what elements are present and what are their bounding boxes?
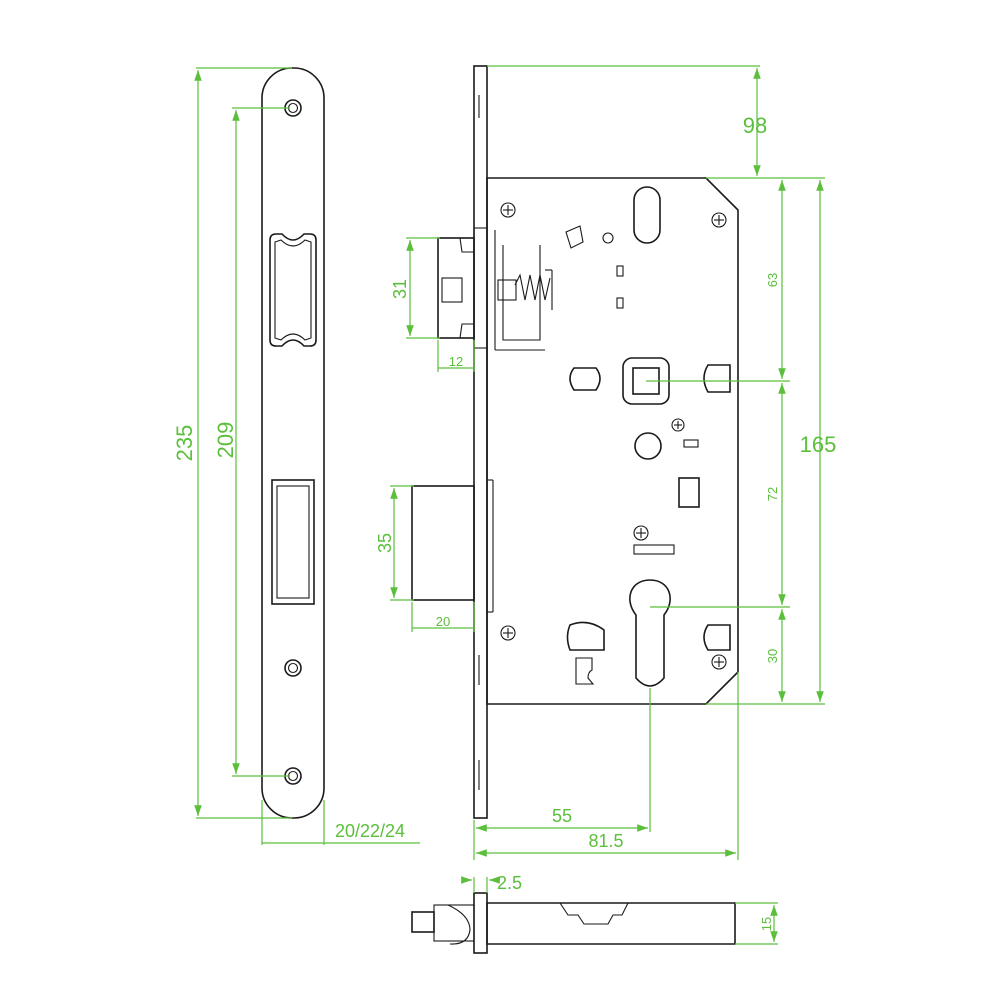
dim-deadbolt-height: 35 — [375, 485, 414, 601]
dim-label-235: 235 — [172, 425, 197, 462]
strike-latch-opening — [269, 233, 317, 347]
screw-top-right-icon — [711, 212, 727, 228]
lock-case — [486, 177, 739, 705]
screw-mid-icon — [671, 418, 685, 432]
small-pin — [602, 232, 614, 244]
dim-follower-to-cylinder: 72 — [650, 383, 790, 608]
strike-mid-screw-hole — [284, 659, 302, 677]
dim-label-81-5: 81.5 — [588, 831, 623, 851]
dim-latch-height: 31 — [390, 237, 440, 339]
dim-label-72: 72 — [765, 487, 780, 501]
strike-plate — [261, 67, 325, 819]
dim-top-98: 98 — [487, 65, 767, 176]
dim-label-55: 55 — [552, 806, 572, 826]
dim-body-thickness: 15 — [735, 902, 778, 945]
dim-label-165: 165 — [800, 432, 837, 457]
dim-top-to-follower: 63 — [646, 177, 825, 382]
euro-cylinder-hole — [629, 579, 671, 687]
dim-faceplate-thickness: 2.5 — [461, 873, 522, 893]
latch-lever — [565, 225, 584, 249]
dim-label-98: 98 — [743, 113, 767, 138]
dim-cylinder-to-bottom: 30 — [765, 609, 786, 702]
dim-body-height: 165 — [706, 180, 837, 705]
dim-label-15: 15 — [759, 917, 774, 931]
lock-bottom-view — [411, 892, 736, 954]
screw-bottom-left-icon — [500, 625, 516, 641]
left-oval-slot — [569, 367, 601, 391]
round-stop — [634, 432, 662, 460]
strike-deadbolt-opening — [271, 479, 315, 605]
dim-strike-total: 235 — [172, 67, 292, 819]
dim-label-31: 31 — [390, 279, 410, 299]
right-half-slot — [703, 364, 731, 393]
latch-bolt — [437, 227, 488, 349]
dim-deadbolt-projection: 20 — [411, 602, 475, 632]
dim-label-12: 12 — [449, 354, 463, 369]
dim-label-faceplate-width: 20/22/24 — [335, 821, 405, 841]
dim-backset: 55 — [473, 688, 651, 860]
top-slot — [633, 186, 661, 244]
dim-faceplate-width: 20/22/24 — [261, 800, 420, 845]
dim-label-20: 20 — [436, 614, 450, 629]
screw-top-left-icon — [500, 202, 516, 218]
dim-strike-holes: 209 — [213, 107, 290, 777]
dim-label-35: 35 — [375, 533, 395, 553]
dim-label-63: 63 — [765, 273, 780, 287]
screw-lower-icon — [633, 525, 649, 541]
deadbolt — [411, 485, 475, 601]
dim-latch-projection: 12 — [437, 340, 475, 372]
dim-label-2-5: 2.5 — [497, 873, 522, 893]
dim-label-209: 209 — [213, 422, 238, 459]
bottom-latch-tip — [411, 911, 435, 933]
dim-body-depth: 81.5 — [476, 672, 739, 860]
screw-bottom-right-icon — [711, 654, 727, 670]
spring-icon — [514, 273, 551, 301]
dim-label-30: 30 — [765, 649, 780, 663]
